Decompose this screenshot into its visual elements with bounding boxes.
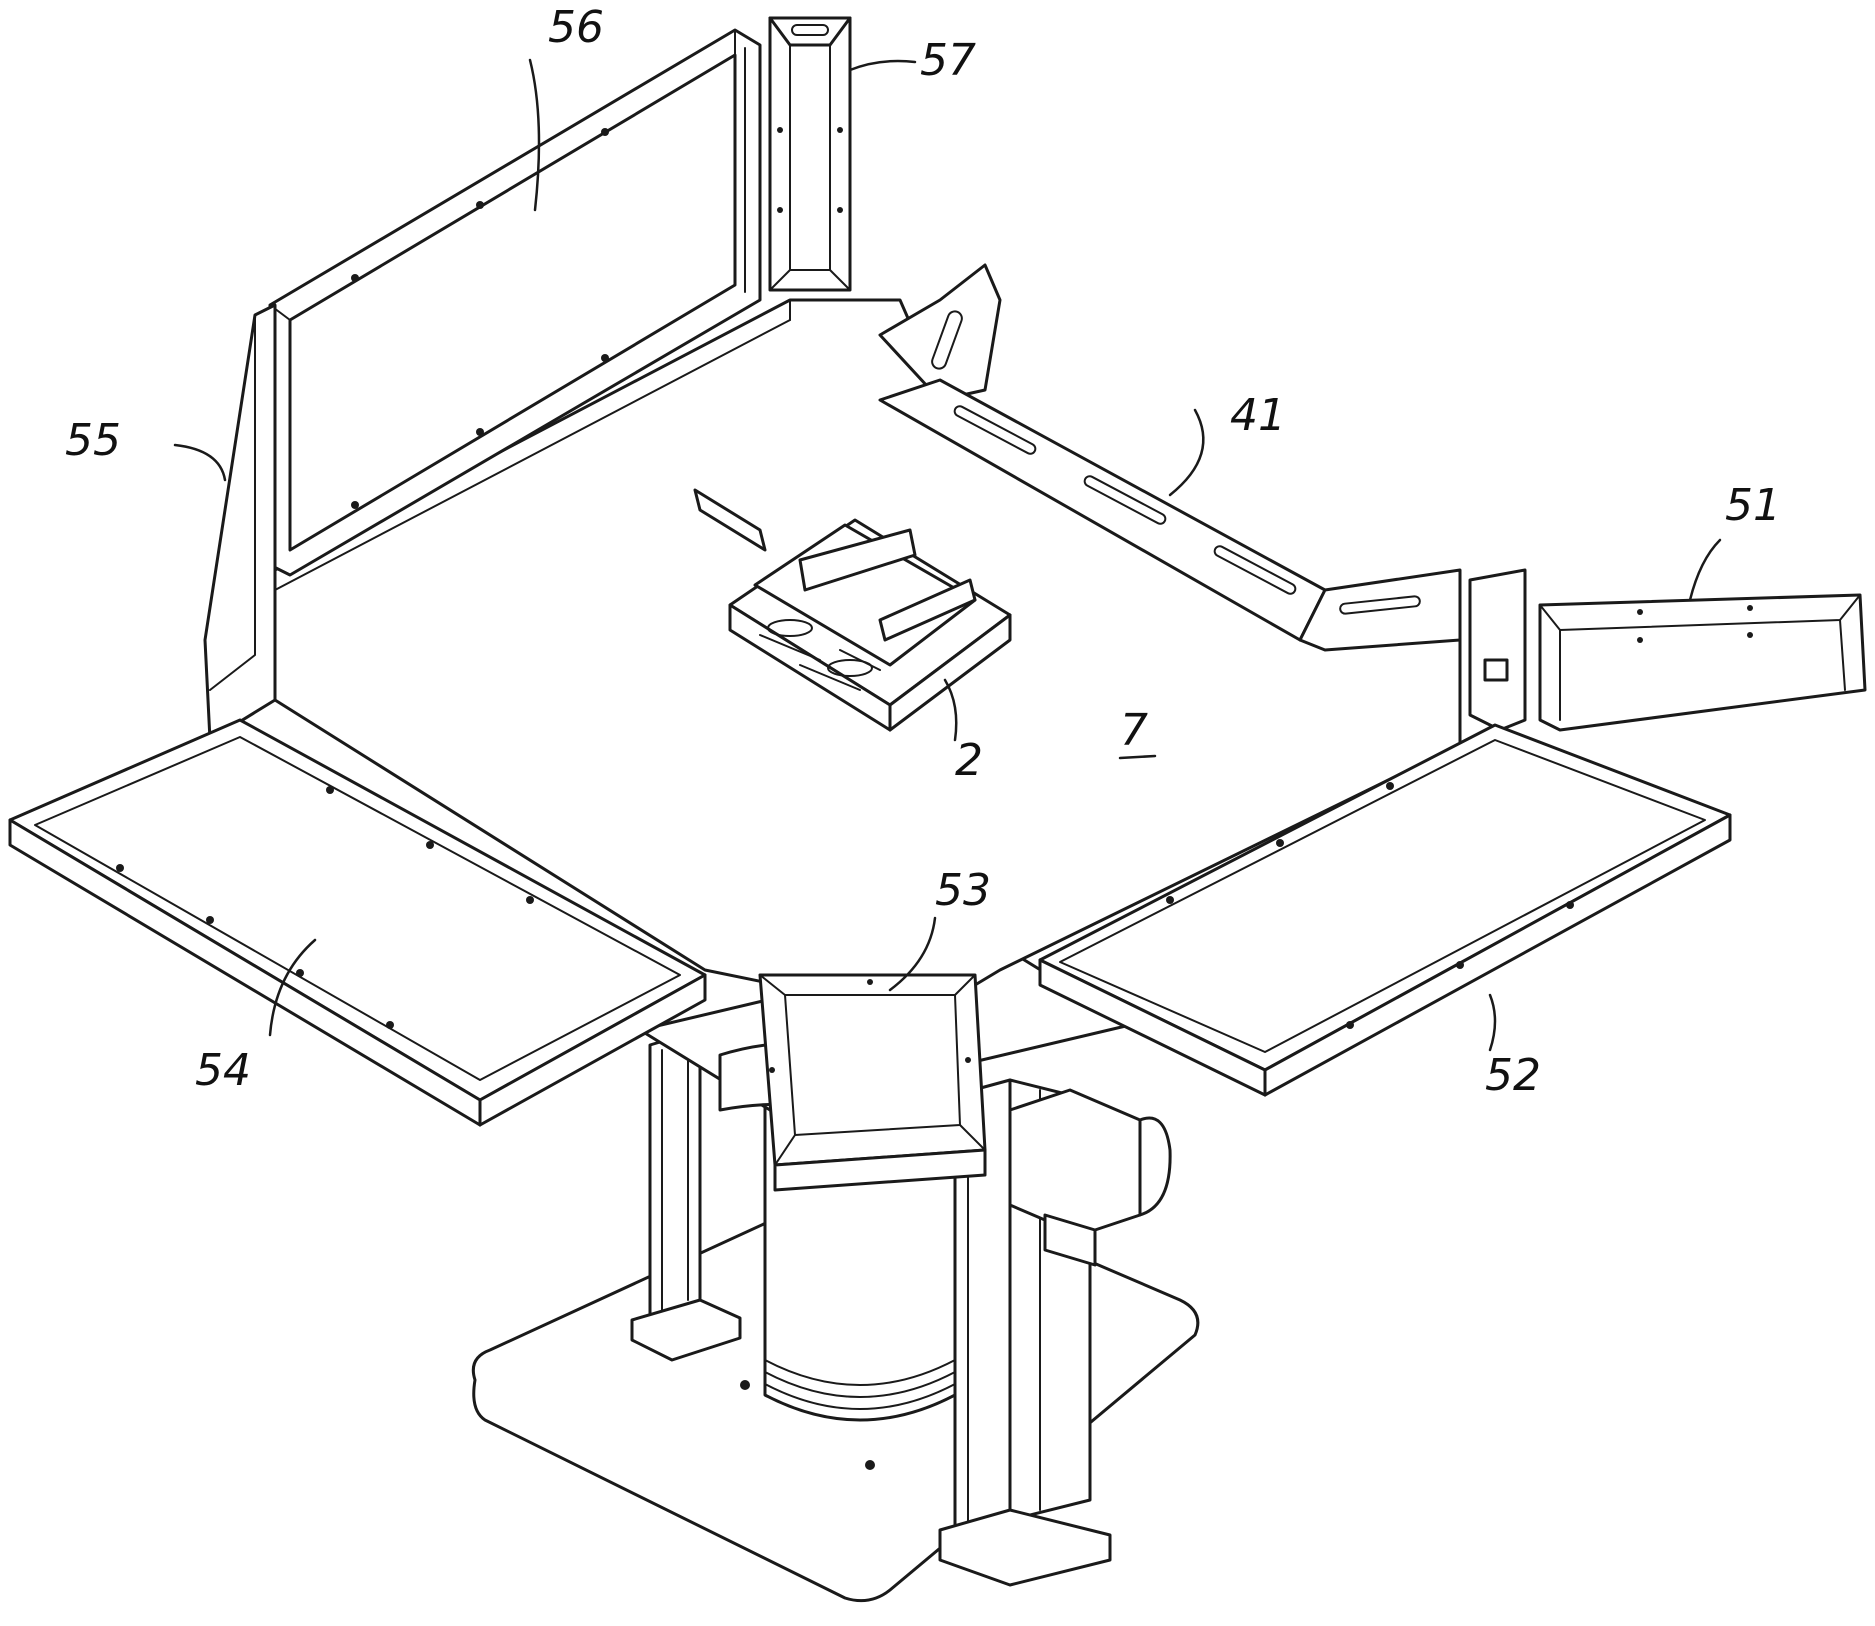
leader-57 bbox=[850, 61, 915, 70]
label-7: 7 bbox=[1120, 705, 1148, 756]
label-54: 54 bbox=[195, 1045, 251, 1096]
label-57: 57 bbox=[920, 35, 976, 86]
label-2: 2 bbox=[955, 735, 983, 786]
label-52: 52 bbox=[1485, 1050, 1541, 1101]
front-plate-53 bbox=[760, 975, 985, 1190]
leader-52 bbox=[1490, 995, 1495, 1050]
leader-41 bbox=[1170, 410, 1203, 495]
label-56: 56 bbox=[548, 2, 604, 53]
label-53: 53 bbox=[935, 865, 991, 916]
leader-51 bbox=[1690, 540, 1720, 600]
left-edge-plate-55 bbox=[205, 305, 275, 740]
leader-55 bbox=[175, 445, 225, 480]
label-55: 55 bbox=[65, 415, 121, 466]
rear-post-57 bbox=[770, 18, 850, 290]
right-bracket-51 bbox=[1470, 570, 1865, 730]
label-51: 51 bbox=[1725, 480, 1781, 531]
label-41: 41 bbox=[1230, 390, 1286, 441]
